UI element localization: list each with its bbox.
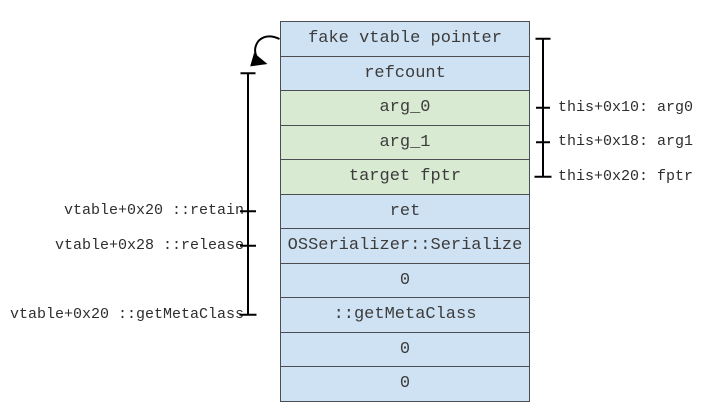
loop-arrow-icon xyxy=(250,35,280,67)
memory-row-label: fake vtable pointer xyxy=(308,29,502,49)
right-annotation-arg0: this+0x10: arg0 xyxy=(558,99,694,116)
memory-row-label: 0 xyxy=(399,339,411,359)
memory-row: OSSerializer::Serialize xyxy=(280,228,530,264)
memory-row: 0 xyxy=(280,366,530,402)
memory-row-label: OSSerializer::Serialize xyxy=(287,236,523,256)
memory-row: ret xyxy=(280,193,530,229)
left-annotation-release: vtable+0x28 ::release xyxy=(54,237,244,254)
memory-row: arg_1 xyxy=(280,124,530,160)
memory-row-label: target fptr xyxy=(348,167,462,187)
memory-row: arg_0 xyxy=(280,90,530,126)
memory-row-label: refcount xyxy=(364,63,446,83)
memory-row: target fptr xyxy=(280,159,530,195)
memory-row-label: ::getMetaClass xyxy=(333,305,477,325)
memory-stack: fake vtable pointer refcount arg_0 arg_1… xyxy=(280,21,530,402)
memory-row: 0 xyxy=(280,331,530,367)
right-annotation-fptr: this+0x20: fptr xyxy=(558,168,694,185)
memory-row-label: ret xyxy=(389,201,421,221)
memory-row-label: arg_1 xyxy=(379,132,431,152)
memory-row: ::getMetaClass xyxy=(280,297,530,333)
left-bracket-line xyxy=(239,72,257,316)
right-bracket-line xyxy=(534,37,552,178)
memory-row-label: 0 xyxy=(399,374,411,394)
memory-row: 0 xyxy=(280,262,530,298)
memory-row-label: arg_0 xyxy=(379,98,431,118)
left-annotation-retain: vtable+0x20 ::retain xyxy=(63,202,244,219)
right-annotation-arg1: this+0x18: arg1 xyxy=(558,133,694,150)
memory-row: refcount xyxy=(280,55,530,91)
memory-row-label: 0 xyxy=(399,270,411,290)
left-annotation-getmetaclass: vtable+0x20 ::getMetaClass xyxy=(9,306,244,323)
memory-row: fake vtable pointer xyxy=(280,21,530,57)
